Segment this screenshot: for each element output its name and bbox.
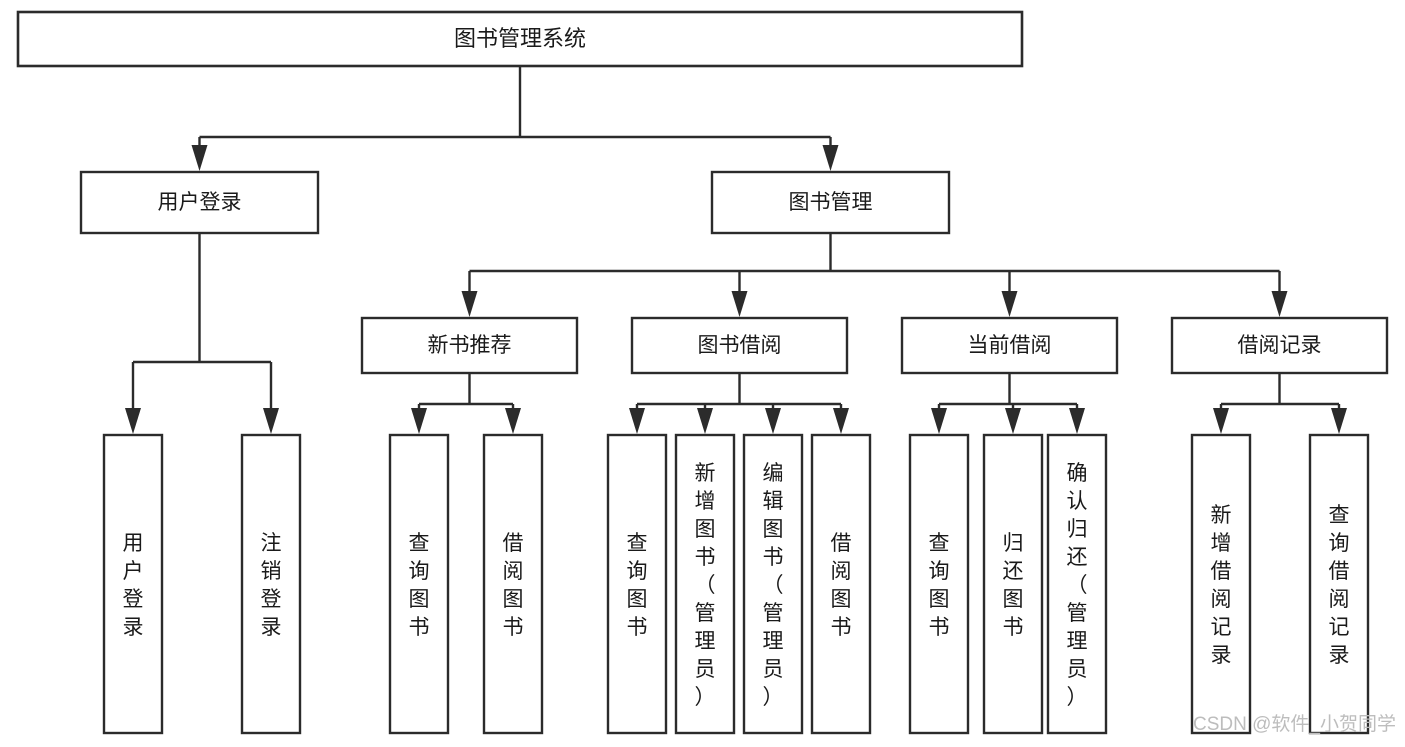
node-label: 新增图书（管理员） [695,462,716,709]
node-leaf-query-book-1[interactable]: 查询图书 [388,433,450,735]
node-root[interactable]: 图书管理系统 [16,10,1024,68]
node-borrow-record[interactable]: 借阅记录 [1170,316,1389,375]
node-box[interactable] [1190,433,1252,735]
node-label: 当前借阅 [968,334,1052,357]
node-box[interactable] [710,170,951,235]
arrow-head-icon [629,408,645,434]
connector-group-user-login [125,233,279,434]
arrow-head-icon [822,145,839,171]
arrow-head-icon [125,408,141,434]
node-box[interactable] [482,433,544,735]
node-box[interactable] [1308,433,1370,735]
node-book-borrow[interactable]: 图书借阅 [630,316,849,375]
arrow-head-icon [1005,408,1021,434]
node-label: 借阅图书 [831,532,852,639]
arrow-head-icon [1331,408,1347,434]
arrow-head-icon [1213,408,1229,434]
connector-layer [125,66,1347,434]
node-box[interactable] [810,433,872,735]
connector-group-new-book-rec [411,373,521,434]
node-box[interactable] [908,433,970,735]
node-box[interactable] [674,433,736,735]
node-label: 借阅记录 [1238,334,1322,357]
watermark-label: CSDN @软件_小贺同学 [1193,713,1396,735]
arrow-head-icon [1001,291,1018,317]
node-label: 新增借阅记录 [1211,504,1232,667]
node-label: 图书借阅 [698,334,782,357]
connector-group-current-borrow [931,373,1085,434]
node-label: 查询图书 [929,532,950,639]
node-leaf-query-book-2[interactable]: 查询图书 [606,433,668,735]
node-current-borrow[interactable]: 当前借阅 [900,316,1119,375]
arrow-head-icon [697,408,713,434]
arrow-head-icon [931,408,947,434]
node-box[interactable] [102,433,164,735]
arrow-head-icon [263,408,279,434]
node-box[interactable] [360,316,579,375]
arrow-head-icon [411,408,427,434]
arrow-head-icon [765,408,781,434]
node-leaf-borrow-book-2[interactable]: 借阅图书 [810,433,872,735]
node-box[interactable] [742,433,804,735]
node-leaf-add-book[interactable]: 新增图书（管理员） [674,433,736,735]
node-new-book-rec[interactable]: 新书推荐 [360,316,579,375]
node-label: 查询借阅记录 [1329,504,1350,667]
node-leaf-add-record[interactable]: 新增借阅记录 [1190,433,1252,735]
connector-group-book-manage [461,233,1288,317]
node-layer: 图书管理系统用户登录图书管理新书推荐图书借阅当前借阅借阅记录用户登录注销登录查询… [16,10,1389,735]
node-leaf-user-login[interactable]: 用户登录 [102,433,164,735]
node-label: 确认归还（管理员） [1067,462,1088,709]
node-leaf-borrow-book-1[interactable]: 借阅图书 [482,433,544,735]
arrow-head-icon [1069,408,1085,434]
arrow-head-icon [191,145,208,171]
node-leaf-query-record[interactable]: 查询借阅记录 [1308,433,1370,735]
node-label: 图书管理 [789,191,873,214]
node-label: 用户登录 [123,532,144,639]
arrow-head-icon [461,291,478,317]
node-label: 图书管理系统 [454,26,586,51]
node-label: 借阅图书 [503,532,524,639]
node-box[interactable] [606,433,668,735]
arrow-head-icon [833,408,849,434]
node-label: 新书推荐 [428,334,512,357]
node-box[interactable] [900,316,1119,375]
node-leaf-return-book[interactable]: 归还图书 [982,433,1044,735]
node-leaf-confirm-return[interactable]: 确认归还（管理员） [1046,433,1108,735]
node-user-login[interactable]: 用户登录 [79,170,320,235]
node-label: 编辑图书（管理员） [763,462,784,709]
node-box[interactable] [982,433,1044,735]
node-box[interactable] [630,316,849,375]
node-leaf-edit-book[interactable]: 编辑图书（管理员） [742,433,804,735]
connector-group-borrow-record [1213,373,1347,434]
node-box[interactable] [79,170,320,235]
node-label: 用户登录 [158,191,242,214]
node-leaf-logout[interactable]: 注销登录 [240,433,302,735]
connector-group-book-borrow [629,373,849,434]
node-box[interactable] [240,433,302,735]
connector-group-root [191,66,839,171]
node-label: 查询图书 [627,532,648,639]
arrow-head-icon [1271,291,1288,317]
node-box[interactable] [1046,433,1108,735]
arrow-head-icon [505,408,521,434]
node-box[interactable] [16,10,1024,68]
node-label: 查询图书 [409,532,430,639]
node-label: 归还图书 [1003,532,1024,639]
node-label: 注销登录 [261,532,282,639]
node-box[interactable] [1170,316,1389,375]
arrow-head-icon [731,291,748,317]
node-book-manage[interactable]: 图书管理 [710,170,951,235]
node-leaf-query-book-3[interactable]: 查询图书 [908,433,970,735]
node-box[interactable] [388,433,450,735]
